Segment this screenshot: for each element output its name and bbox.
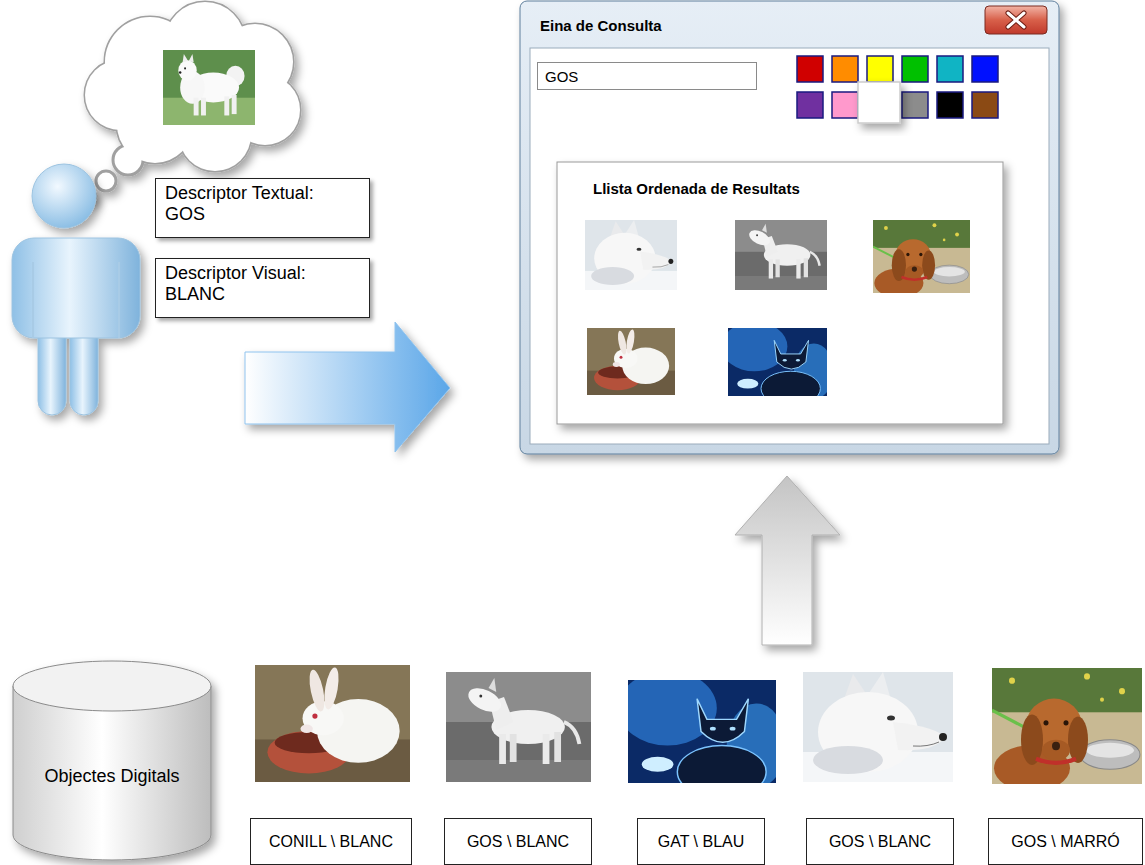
thought-cloud bbox=[84, 2, 300, 202]
person-figure-part bbox=[12, 238, 140, 338]
tag-box: GOS \ MARRÓ bbox=[988, 818, 1143, 865]
thought-cloud-part-part bbox=[85, 60, 155, 130]
tag-text: GOS \ MARRÓ bbox=[1011, 833, 1119, 851]
color-palette-part bbox=[832, 92, 858, 118]
color-palette-part bbox=[797, 92, 823, 118]
color-palette-part bbox=[858, 82, 900, 123]
thought-cloud-part-part bbox=[96, 171, 116, 191]
person-arm-lines bbox=[33, 262, 119, 338]
close-button-part bbox=[985, 6, 1047, 34]
panel-title: Llista Ordenada de Resultats bbox=[593, 180, 800, 197]
thought-cloud-part bbox=[85, 2, 300, 171]
tag-text: GOS \ BLANC bbox=[829, 833, 931, 851]
database-label: Objectes Digitals bbox=[44, 766, 179, 787]
thought-cloud-part-part bbox=[85, 60, 155, 130]
color-palette-part bbox=[797, 56, 823, 82]
color-palette-part bbox=[902, 56, 928, 82]
database-photos-part bbox=[446, 672, 591, 782]
color-palette-part bbox=[937, 92, 963, 118]
tag-box: CONILL \ BLANC bbox=[250, 818, 412, 865]
color-palette-part bbox=[832, 56, 858, 82]
result-photos-part bbox=[735, 220, 827, 290]
color-palette-part bbox=[972, 92, 998, 118]
results-panel bbox=[557, 162, 1003, 424]
person-figure bbox=[12, 164, 140, 415]
result-photos-part bbox=[587, 328, 675, 395]
search-field: GOS bbox=[537, 62, 757, 90]
descriptor-text: Descriptor Visual: BLANC bbox=[165, 263, 340, 304]
window-frame bbox=[520, 1, 1059, 454]
color-palette-part bbox=[972, 56, 998, 82]
database-photos-part bbox=[618, 671, 786, 798]
close-button-part bbox=[1008, 13, 1024, 27]
result-photos-part bbox=[585, 220, 677, 290]
tag-text: CONILL \ BLANC bbox=[269, 833, 393, 851]
color-palette-part bbox=[937, 56, 963, 82]
person-arm-lines-part bbox=[118, 262, 120, 338]
window-client bbox=[530, 48, 1049, 444]
descriptor-text: Descriptor Textual: GOS bbox=[165, 183, 340, 224]
tag-box: GOS \ BLANC bbox=[806, 818, 954, 865]
thought-cloud-part bbox=[84, 2, 300, 202]
person-figure-part bbox=[32, 164, 96, 228]
database-photos-part bbox=[803, 672, 953, 782]
tag-text: GOS \ BLANC bbox=[467, 833, 569, 851]
descriptor-box: Descriptor Visual: BLANC bbox=[155, 258, 370, 318]
query-window: Eina de ConsultaGOS Llista Ordenada de Re… bbox=[520, 0, 1060, 455]
database-photos bbox=[255, 665, 1142, 798]
tag-text: GAT \ BLAU bbox=[658, 833, 745, 851]
cylinder-shape bbox=[13, 661, 211, 860]
database-cylinder: Objectes Digitals bbox=[12, 660, 212, 862]
block-arrow bbox=[735, 476, 840, 645]
window-title: Eina de Consulta bbox=[540, 17, 662, 34]
tag-box: GAT \ BLAU bbox=[637, 818, 765, 865]
cylinder-top bbox=[13, 661, 211, 711]
descriptor-box: Descriptor Textual: GOS bbox=[155, 178, 370, 238]
dog-photo bbox=[163, 50, 255, 125]
tag-box: GOS \ BLANC bbox=[444, 818, 592, 865]
close-button bbox=[985, 6, 1047, 34]
color-palette-part bbox=[867, 56, 893, 82]
close-button-part bbox=[1008, 13, 1024, 27]
result-photos-part bbox=[721, 322, 833, 406]
result-photos bbox=[585, 220, 970, 406]
database-photos-part bbox=[992, 668, 1142, 791]
color-palette-part bbox=[902, 92, 928, 118]
result-photos-part bbox=[873, 220, 970, 298]
database-photos-part bbox=[255, 665, 410, 782]
search-text: GOS bbox=[545, 68, 578, 85]
cylinder-shape bbox=[12, 660, 212, 862]
block-arrow bbox=[245, 322, 450, 452]
person-arm-lines-part bbox=[32, 262, 34, 338]
results-panel: Llista Ordenada de Resultats bbox=[557, 162, 1003, 424]
cylinder-body bbox=[13, 686, 211, 860]
color-palette bbox=[797, 56, 998, 123]
